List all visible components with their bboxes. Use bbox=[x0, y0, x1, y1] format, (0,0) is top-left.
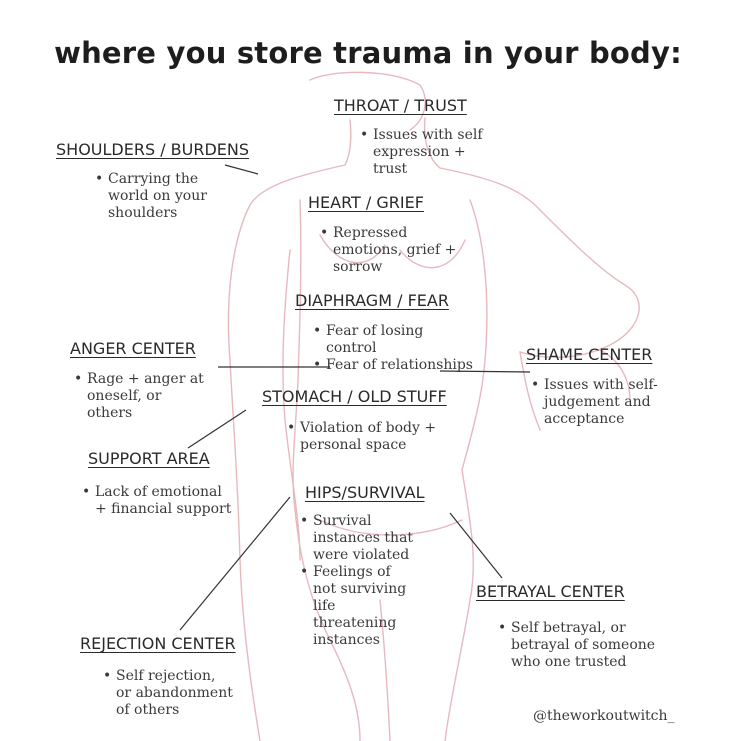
anger-label: ANGER CENTER bbox=[70, 339, 196, 358]
rejection-item: Self rejection, or abandonment of others bbox=[103, 668, 233, 719]
heart-label: HEART / GRIEF bbox=[308, 193, 424, 212]
hips-item: Survival instances that were violated bbox=[300, 513, 440, 564]
shame-item: Issues with self-judgement and acceptanc… bbox=[531, 377, 661, 428]
hips-list: Survival instances that were violated Fe… bbox=[300, 513, 440, 649]
betrayal-connector bbox=[449, 512, 503, 579]
shoulders-list: Carrying the world on your shoulders bbox=[95, 171, 215, 222]
hips-item: Feelings of not surviving life threateni… bbox=[300, 564, 413, 649]
right-arm-outline bbox=[439, 167, 640, 359]
shoulders-item: Carrying the world on your shoulders bbox=[95, 171, 215, 222]
betrayal-list: Self betrayal, or betrayal of someone wh… bbox=[498, 620, 658, 671]
shame-list: Issues with self-judgement and acceptanc… bbox=[531, 377, 661, 428]
support-connector bbox=[187, 409, 247, 449]
torso-right-outline bbox=[461, 199, 488, 471]
throat-item: Issues with self expression + trust bbox=[360, 127, 485, 178]
rejection-label: REJECTION CENTER bbox=[80, 634, 236, 653]
left-arm-outline bbox=[227, 164, 346, 741]
rejection-list: Self rejection, or abandonment of others bbox=[103, 668, 233, 719]
heart-item: Repressed emotions, grief + sorrow bbox=[320, 225, 480, 276]
diaphragm-item: Fear of losing control bbox=[313, 323, 436, 357]
head-outline bbox=[309, 71, 426, 131]
rejection-connector bbox=[179, 496, 291, 631]
right-hip-outline bbox=[444, 469, 474, 741]
left-inner-arm-outline bbox=[282, 249, 301, 561]
support-item: Lack of emotional + financial support bbox=[82, 484, 232, 518]
torso-left-outline bbox=[292, 199, 302, 511]
shame-label: SHAME CENTER bbox=[526, 345, 653, 364]
shoulders-connector bbox=[224, 164, 259, 175]
stomach-list: Violation of body + personal space bbox=[287, 420, 447, 454]
anger-item: Rage + anger at oneself, or others bbox=[74, 371, 204, 422]
diaphragm-list: Fear of losing control Fear of relations… bbox=[313, 323, 473, 374]
shoulders-label: SHOULDERS / BURDENS bbox=[56, 140, 250, 159]
support-label: SUPPORT AREA bbox=[88, 449, 210, 468]
stomach-label: STOMACH / OLD STUFF bbox=[262, 387, 447, 406]
diaphragm-label: DIAPHRAGM / FEAR bbox=[295, 291, 449, 310]
betrayal-label: BETRAYAL CENTER bbox=[476, 582, 625, 601]
diaphragm-item: Fear of relationships bbox=[313, 357, 473, 374]
anger-list: Rage + anger at oneself, or others bbox=[74, 371, 204, 422]
hips-label: HIPS/SURVIVAL bbox=[305, 483, 425, 502]
throat-label: THROAT / TRUST bbox=[334, 96, 467, 115]
throat-list: Issues with self expression + trust bbox=[360, 127, 485, 178]
betrayal-item: Self betrayal, or betrayal of someone wh… bbox=[498, 620, 658, 671]
page-title: where you store trauma in your body: bbox=[54, 36, 682, 70]
author-handle: @theworkoutwitch_ bbox=[533, 708, 675, 724]
stomach-item: Violation of body + personal space bbox=[287, 420, 447, 454]
support-list: Lack of emotional + financial support bbox=[82, 484, 232, 518]
heart-list: Repressed emotions, grief + sorrow bbox=[320, 225, 480, 276]
